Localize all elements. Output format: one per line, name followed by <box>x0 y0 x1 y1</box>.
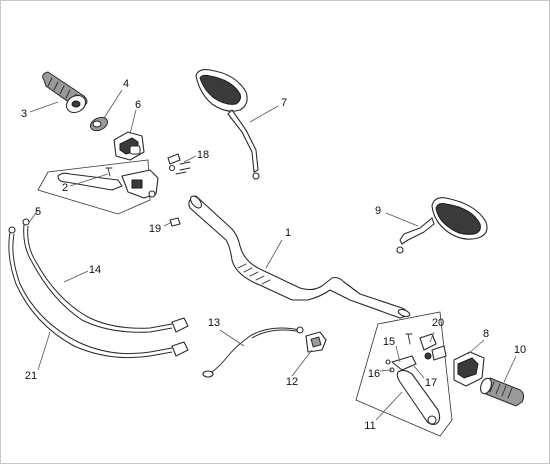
callout-21: 21 <box>25 370 37 382</box>
callout-14: 14 <box>89 264 101 276</box>
callout-5: 5 <box>35 206 41 218</box>
callout-18: 18 <box>197 149 209 161</box>
callout-8: 8 <box>483 328 489 340</box>
callout-16: 16 <box>368 368 380 380</box>
left-switch-assembly <box>113 131 145 161</box>
bar-end-weight <box>89 116 109 132</box>
long-cable-upper <box>22 218 189 333</box>
callout-6: 6 <box>135 99 141 111</box>
callout-4: 4 <box>123 78 129 90</box>
callout-15: 15 <box>383 336 395 348</box>
left-mirror <box>195 69 260 180</box>
right-grip <box>480 377 525 407</box>
callout-9: 9 <box>375 205 381 217</box>
callout-17: 17 <box>425 377 437 389</box>
long-cable-lower <box>8 226 189 359</box>
left-grip <box>42 71 88 114</box>
callout-13: 13 <box>208 317 220 329</box>
small-screw <box>169 217 181 227</box>
fastener-set <box>167 153 191 175</box>
leader-lines <box>27 89 517 421</box>
handlebar <box>188 195 411 319</box>
callout-11: 11 <box>364 420 375 432</box>
right-mirror <box>396 197 488 254</box>
callout-1: 1 <box>285 227 291 239</box>
brake-light-switch <box>305 331 327 353</box>
clutch-lever-assembly <box>37 159 159 215</box>
callout-3: 3 <box>21 108 27 120</box>
callout-10: 10 <box>514 344 526 356</box>
short-cable <box>202 326 304 378</box>
callout-20: 20 <box>432 317 444 329</box>
brake-lever-assembly <box>355 311 453 437</box>
callout-2: 2 <box>62 182 68 194</box>
callout-7: 7 <box>281 97 287 109</box>
callout-19: 19 <box>149 223 161 235</box>
callout-12: 12 <box>286 376 298 388</box>
right-switch-assembly <box>453 351 485 387</box>
